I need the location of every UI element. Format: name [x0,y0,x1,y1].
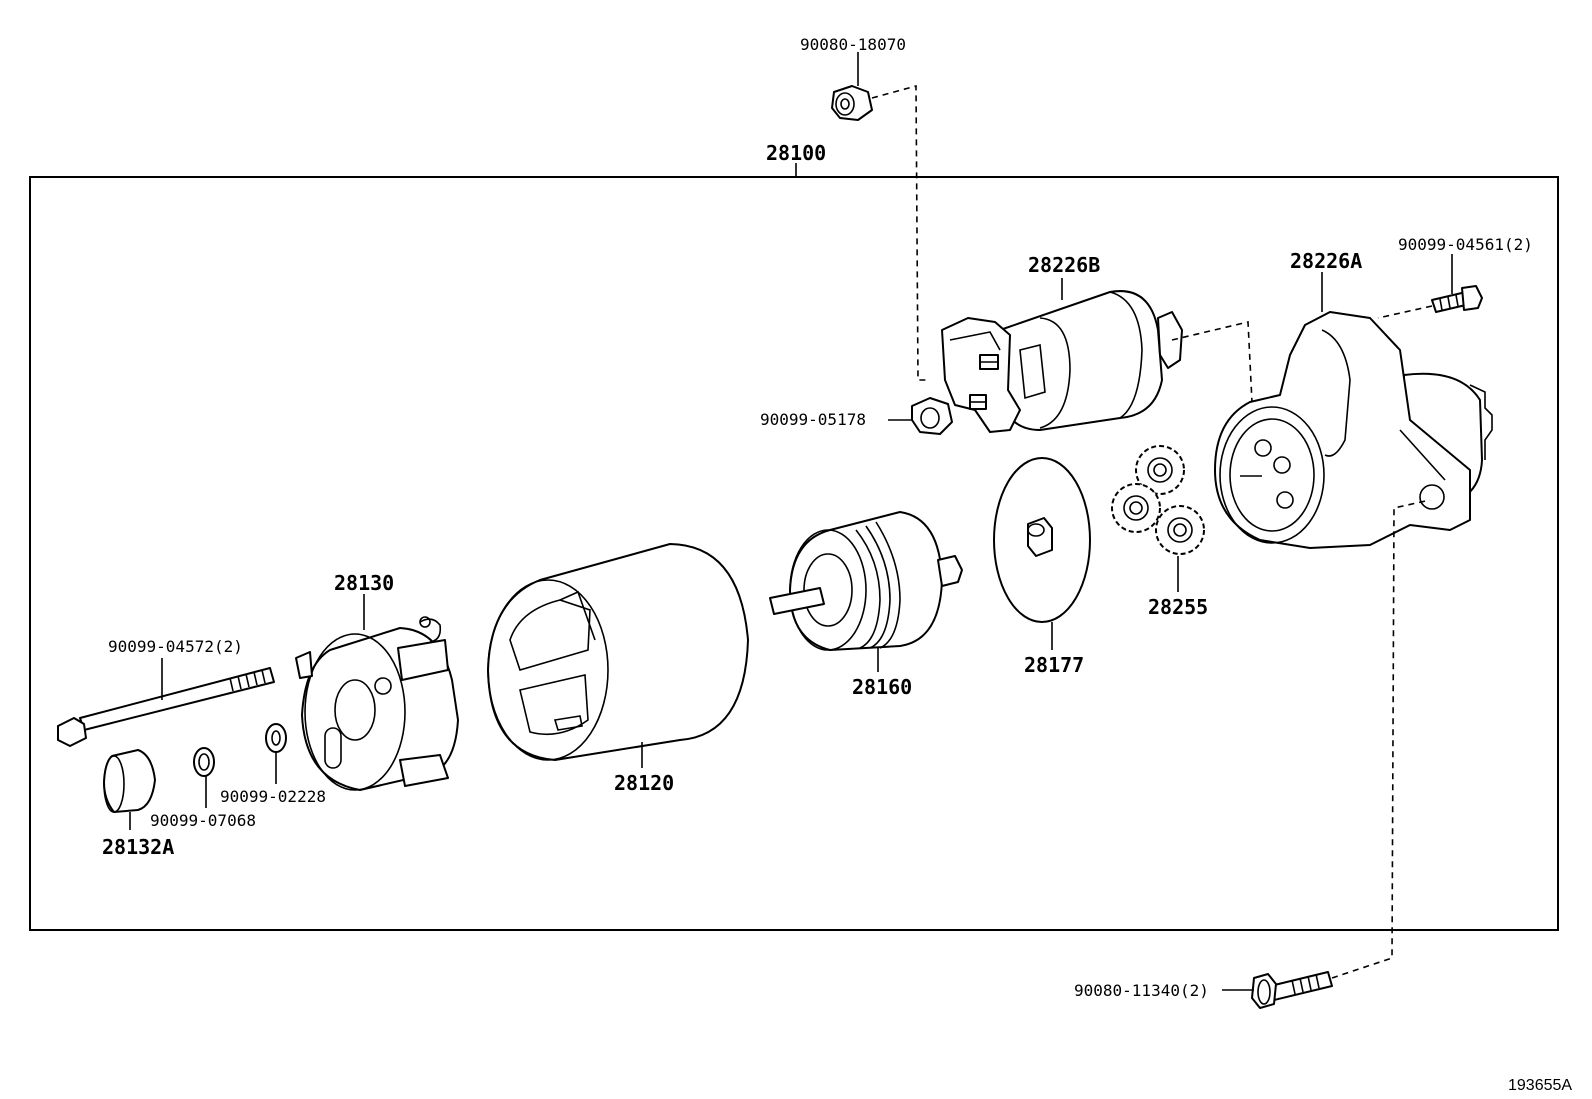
label-brush-holder[interactable]: 28130 [334,571,394,595]
label-solenoid[interactable]: 28226B [1028,253,1100,277]
label-cap[interactable]: 28132A [102,835,174,859]
label-planet-gears[interactable]: 28255 [1148,595,1208,619]
armature-part[interactable] [769,511,963,651]
nut-terminal-part[interactable] [911,397,953,435]
clutch-plate-part[interactable] [993,457,1091,623]
brush-holder-part[interactable] [295,616,459,791]
washer-flat-part[interactable] [265,723,287,753]
label-housing[interactable]: 28226A [1290,249,1362,273]
yoke-part[interactable] [487,543,749,761]
reference-code: 193655A [1508,1077,1572,1094]
label-washer-small[interactable]: 90099-07068 [150,811,256,830]
label-bolt-bottom[interactable]: 90080-11340(2) [1074,981,1209,1000]
bolt-housing-part[interactable] [1431,285,1483,313]
label-nut-top[interactable]: 90080-18070 [800,35,906,54]
planet-gears-part[interactable] [1111,445,1205,555]
nut-top-part[interactable] [831,85,873,121]
label-assembly[interactable]: 28100 [766,141,826,165]
label-clutch-plate[interactable]: 28177 [1024,653,1084,677]
label-nut-terminal[interactable]: 90099-05178 [760,410,866,429]
solenoid-part[interactable] [941,290,1183,433]
label-armature[interactable]: 28160 [852,675,912,699]
label-washer-flat[interactable]: 90099-02228 [220,787,326,806]
assembly-frame [29,176,1559,931]
label-bolt-housing[interactable]: 90099-04561(2) [1398,235,1533,254]
label-yoke[interactable]: 28120 [614,771,674,795]
label-through-bolt[interactable]: 90099-04572(2) [108,637,243,656]
bolt-bottom-part[interactable] [1251,971,1333,1009]
through-bolt-part[interactable] [57,667,275,747]
housing-part[interactable] [1214,311,1493,549]
washer-small-part[interactable] [193,747,215,777]
cap-part[interactable] [103,749,156,813]
